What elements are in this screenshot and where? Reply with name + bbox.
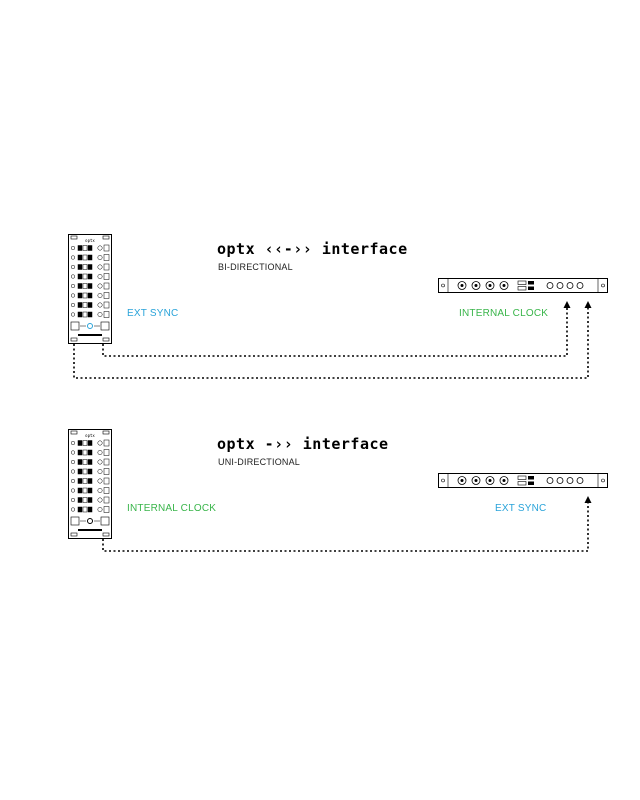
module-channel-row: [70, 439, 110, 447]
module-channel-row: [70, 449, 110, 456]
rack-knobs: [457, 281, 509, 290]
module-channel-row: [70, 477, 110, 485]
rack-jacks: [546, 282, 584, 289]
module-channel-row: [70, 496, 110, 504]
arrow-up-icon: [584, 496, 592, 503]
module-channel-row: [70, 282, 110, 290]
rack-jacks: [546, 477, 584, 484]
optx-module: optx: [68, 234, 112, 344]
rack-unit: [438, 278, 608, 293]
rack-switches: [517, 280, 534, 291]
module-channel-row: [70, 244, 110, 252]
rack-sync-label: EXT SYNC: [495, 503, 547, 514]
svg-text:optx: optx: [85, 238, 95, 243]
module-channel-row: [70, 301, 110, 309]
module-clock-label: INTERNAL CLOCK: [127, 503, 217, 514]
module-channel-row: [70, 458, 110, 466]
rack-knobs: [457, 476, 509, 485]
rack-clock-label: INTERNAL CLOCK: [459, 308, 549, 319]
rack-switches: [517, 475, 534, 486]
diagram-title: optx -›› interface: [217, 435, 389, 453]
module-channel-row: [70, 292, 110, 299]
bidirectional-section: optx optx ‹‹-›› interface BI-DIRECTIONAL…: [0, 230, 640, 390]
module-channel-row: [70, 254, 110, 261]
rack-unit: [438, 473, 608, 488]
module-sync-label: EXT SYNC: [127, 308, 179, 319]
module-channel-row: [70, 311, 110, 318]
optx-module: optx: [68, 429, 112, 539]
diagram-subtitle: UNI-DIRECTIONAL: [218, 457, 301, 467]
svg-text:optx: optx: [85, 433, 95, 438]
unidirectional-section: optx optx -›› interface UNI-DIRECTIONAL …: [0, 425, 640, 565]
arrow-up-icon: [584, 301, 592, 308]
module-channel-row: [70, 273, 110, 280]
arrow-up-icon: [563, 301, 571, 308]
module-channel-row: [70, 468, 110, 475]
module-channel-row: [70, 506, 110, 513]
diagram-subtitle: BI-DIRECTIONAL: [218, 262, 293, 272]
diagram-title: optx ‹‹-›› interface: [217, 240, 408, 258]
module-channel-row: [70, 263, 110, 271]
module-channel-row: [70, 487, 110, 494]
